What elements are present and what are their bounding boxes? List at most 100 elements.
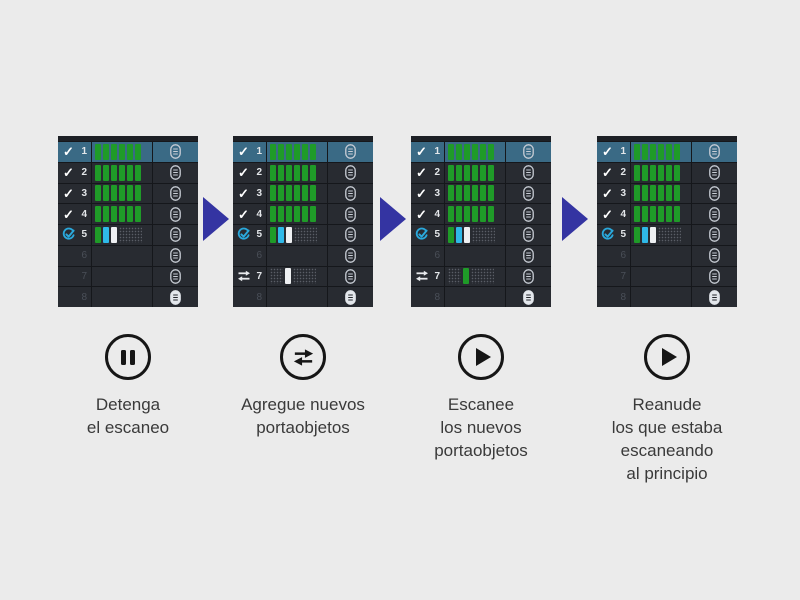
- slide-bar-green: [472, 164, 478, 181]
- slide-rows: ✓ 1 ✓ 2 ✓ 3: [597, 142, 737, 307]
- row-tray-cell: [505, 142, 551, 162]
- row-slides-cell: [445, 267, 505, 287]
- slide-bar-green: [448, 226, 454, 243]
- slide-bar-green: [135, 164, 141, 181]
- step-caption-line: portaobjetos: [434, 441, 528, 460]
- row-status-cell: ✓ 3: [597, 183, 631, 204]
- row-number: 5: [620, 229, 626, 241]
- row-status-cell: ✓ 4: [58, 204, 92, 224]
- slide-bar-green: [674, 143, 680, 160]
- slide-bar-green: [488, 164, 494, 181]
- slide-bar-green: [666, 206, 672, 223]
- row-status-cell: 7: [411, 266, 445, 287]
- slide-cassette-icon: [523, 227, 534, 243]
- slide-rack-panel: ✓ 1 ✓ 2 ✓ 3: [58, 136, 198, 307]
- slide-bar-green: [634, 164, 640, 181]
- slide-bar-green: [270, 226, 276, 243]
- slide-bar-green: [472, 143, 478, 160]
- slide-bar-green: [111, 206, 117, 223]
- row-slides-cell: [631, 163, 691, 183]
- pending-slides-area: [448, 268, 461, 285]
- row-status-cell: ✓ 2: [233, 162, 267, 183]
- swap-slides-icon: [237, 271, 250, 282]
- row-status-icon: [236, 227, 251, 242]
- row-status-cell: 5: [411, 225, 445, 245]
- pause-icon: [121, 349, 135, 365]
- slide-cassette-icon: [170, 269, 181, 284]
- check-icon: ✓: [602, 144, 613, 160]
- row-tray-cell: [152, 266, 198, 287]
- row-tray-cell: [505, 183, 551, 204]
- row-status-icon: ✓: [61, 166, 76, 179]
- slide-bar-green: [472, 185, 478, 202]
- slide-bar-green: [634, 185, 640, 202]
- pending-slides-area: [472, 226, 495, 243]
- slide-bar-green: [286, 206, 292, 223]
- workflow-step-3: ✓ 1 ✓ 2 ✓ 3: [411, 136, 551, 462]
- slide-bar-green: [95, 206, 101, 223]
- slide-bar-green: [463, 268, 469, 285]
- row-status-icon: [414, 270, 429, 282]
- row-number: 6: [256, 250, 262, 262]
- row-status-icon: [600, 227, 615, 242]
- slide-row: 6: [233, 245, 373, 267]
- slide-row: ✓ 1: [233, 142, 373, 163]
- slide-bar-green: [294, 143, 300, 160]
- row-tray-cell: [152, 183, 198, 204]
- slide-bar-green: [127, 206, 133, 223]
- slide-bar-green: [310, 185, 316, 202]
- slide-bar-green: [310, 206, 316, 223]
- step-caption-line: Escanee: [447, 395, 515, 414]
- slide-bar-green: [95, 185, 101, 202]
- slide-bar-green: [480, 164, 486, 181]
- workflow-step-4: ✓ 1 ✓ 2 ✓ 3: [597, 136, 737, 485]
- scanning-progress-icon: [601, 228, 614, 240]
- row-tray-cell: [691, 162, 737, 183]
- slide-bar-green: [310, 164, 316, 181]
- row-tray-cell: [152, 225, 198, 245]
- slide-row: ✓ 3: [58, 183, 198, 205]
- row-slides-cell: [92, 184, 152, 204]
- row-tray-cell: [505, 162, 551, 183]
- check-icon: ✓: [63, 185, 74, 201]
- row-status-cell: ✓ 2: [58, 162, 92, 183]
- slide-bar-white: [285, 268, 291, 285]
- swap-slides-icon: [415, 271, 428, 282]
- slide-row: ✓ 4: [58, 204, 198, 225]
- row-status-cell: 6: [58, 245, 92, 266]
- row-tray-cell: [152, 142, 198, 162]
- slide-bar-green: [119, 143, 125, 160]
- slide-bar-green: [464, 164, 470, 181]
- row-tray-cell: [505, 204, 551, 224]
- row-tray-cell: [505, 287, 551, 307]
- check-icon: ✓: [602, 206, 613, 222]
- flow-arrow-icon: [380, 197, 406, 241]
- slide-bar-green: [488, 185, 494, 202]
- row-status-icon: ✓: [414, 166, 429, 179]
- slide-cassette-icon: [709, 186, 720, 201]
- slide-bar-green: [111, 185, 117, 202]
- row-status-cell: ✓ 4: [597, 204, 631, 224]
- row-number: 8: [620, 291, 626, 303]
- slide-cassette-icon: [170, 144, 181, 160]
- row-tray-cell: [327, 142, 373, 162]
- row-status-icon: ✓: [414, 208, 429, 221]
- row-slides-cell: [445, 246, 505, 266]
- step-caption-line: Detenga: [95, 395, 161, 414]
- slide-bar-green: [456, 206, 462, 223]
- scanning-progress-icon: [415, 228, 428, 240]
- row-status-icon: ✓: [236, 187, 251, 200]
- row-status-icon: [236, 270, 251, 282]
- row-slides-cell: [631, 246, 691, 266]
- check-icon: ✓: [602, 185, 613, 201]
- row-number: 5: [81, 229, 87, 241]
- check-icon: ✓: [416, 165, 427, 181]
- slide-bar-green: [448, 164, 454, 181]
- slide-bar-green: [95, 164, 101, 181]
- pending-slides-area: [119, 226, 142, 243]
- slide-bar-green: [270, 206, 276, 223]
- scanning-progress-icon: [62, 228, 75, 240]
- slide-row: 8: [58, 287, 198, 307]
